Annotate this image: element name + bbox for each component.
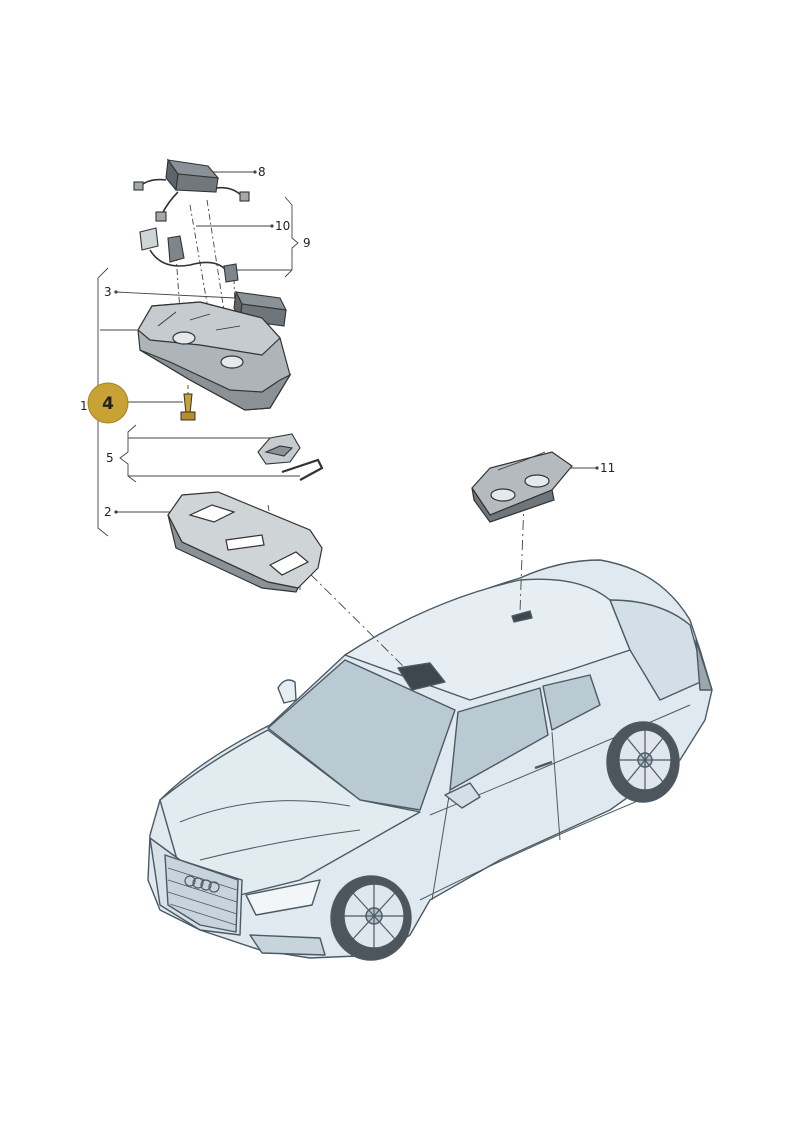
part-4-screw [180, 393, 196, 421]
car-illustration [147, 559, 713, 961]
part-5-lens [257, 433, 324, 481]
side-window-rear [542, 674, 601, 731]
callout-3: 3 [104, 285, 112, 299]
part-11-rear-light [471, 451, 573, 523]
rear-wheel [606, 721, 680, 803]
side-mirror [444, 782, 481, 809]
callout-4-highlight: 4 [87, 382, 129, 424]
callout-4: 4 [102, 394, 114, 414]
callout-9: 9 [303, 236, 311, 250]
headlight [245, 879, 321, 916]
callout-5: 5 [106, 451, 114, 465]
rear-roof-light-location [511, 610, 533, 623]
grille [164, 854, 239, 933]
callout-10: 10 [275, 219, 290, 233]
callout-1: 1 [80, 399, 88, 413]
side-window-front [449, 687, 549, 791]
part-10-harness [139, 227, 239, 283]
callout-2: 2 [104, 505, 112, 519]
part-8-module [133, 158, 250, 222]
front-wheel [330, 875, 412, 961]
roof-module-housing [137, 301, 292, 411]
callout-11: 11 [600, 461, 615, 475]
callout-8: 8 [258, 165, 266, 179]
front-roof-light-location [397, 662, 446, 691]
logo-rings [184, 875, 220, 893]
part-2-frame [167, 491, 323, 593]
